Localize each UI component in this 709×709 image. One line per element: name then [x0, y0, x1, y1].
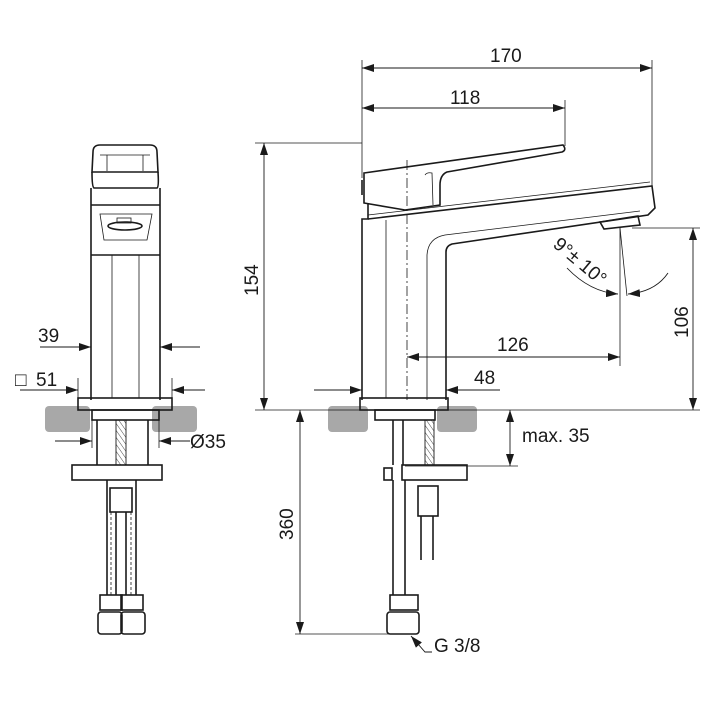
- dim-lever-reach: 118: [450, 88, 480, 109]
- side-fixing-plate: [401, 464, 468, 481]
- hose-ferrule-right: [120, 594, 144, 611]
- hose-ferrule-left: [99, 594, 123, 611]
- dim-connection-thread: G 3/8: [434, 636, 480, 657]
- side-dimensions: 170 118 154 106 9°± 10° 126 48 360 max. …: [242, 46, 700, 657]
- dim-hole-diameter: Ø35: [190, 432, 226, 453]
- dim-deck-thickness: max. 35: [522, 426, 590, 447]
- square-symbol: □: [15, 370, 27, 391]
- hose-nut-right: [120, 611, 146, 635]
- side-lever: [363, 144, 566, 211]
- dim-base-square: 51: [36, 370, 57, 391]
- side-threaded-rod: [424, 419, 435, 466]
- front-aerator: [99, 213, 153, 241]
- side-body: [361, 203, 369, 400]
- front-view: [45, 144, 197, 635]
- deck-section-right: [437, 406, 477, 432]
- front-nut: [109, 487, 133, 513]
- dim-height: 154: [242, 264, 263, 296]
- dim-body-width: 39: [38, 326, 59, 347]
- front-threaded-rod: [115, 419, 127, 466]
- hose-nut-left: [97, 611, 123, 635]
- dim-spout-projection: 126: [497, 335, 529, 356]
- dim-overall-reach: 170: [490, 46, 522, 67]
- side-spout: [367, 185, 656, 400]
- front-body: [90, 188, 161, 400]
- side-hose-nut: [386, 611, 420, 635]
- side-hose-ferrule: [389, 594, 419, 611]
- front-lever-band: [91, 171, 160, 189]
- deck-section-right: [152, 406, 197, 432]
- dim-body-depth: 48: [474, 368, 495, 389]
- side-nut: [417, 485, 439, 517]
- deck-section-left: [328, 406, 368, 432]
- front-fixing-plate: [71, 464, 163, 481]
- side-aerator: [598, 215, 641, 230]
- front-lever-top: [91, 144, 159, 173]
- dim-spout-angle: 9°± 10°: [549, 234, 610, 290]
- front-dimensions: 39 □ 51 Ø35: [15, 326, 226, 453]
- side-view: [328, 144, 656, 635]
- dim-hose-length: 360: [277, 508, 298, 540]
- deck-section-left: [45, 406, 90, 432]
- dim-spout-height: 106: [672, 306, 693, 338]
- side-base-plate: [359, 397, 449, 411]
